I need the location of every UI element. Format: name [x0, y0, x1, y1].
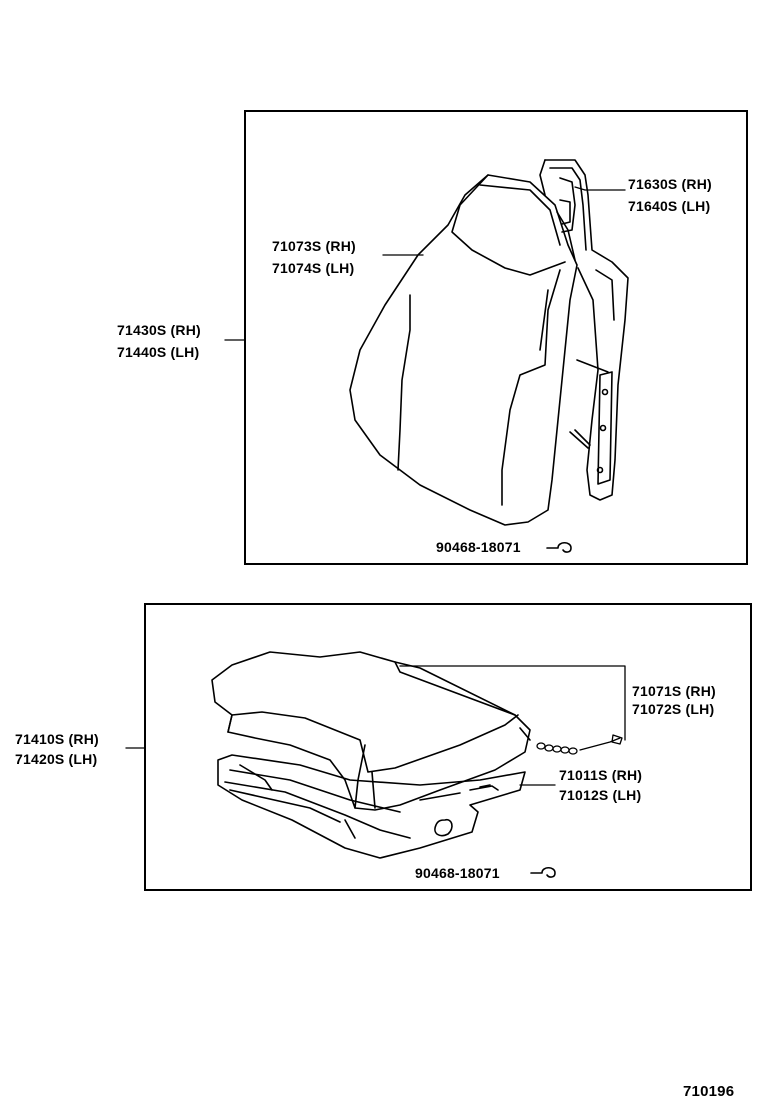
cushion-frame-rh-label: 71011S (RH)	[559, 767, 643, 783]
cushion-assembly-rh-label: 71410S (RH)	[15, 731, 99, 747]
cushion-frame-lh-label: 71012S (LH)	[559, 787, 642, 803]
cushion-frame-drawing	[217, 754, 526, 859]
cushion-hog-ring-icon	[530, 866, 556, 878]
cushion-hog-ring-label: 90468-18071	[415, 865, 500, 881]
seatback-cover-drawing	[349, 174, 578, 526]
seatback-frame-drawing	[539, 159, 629, 501]
cushion-spring-drawing	[536, 734, 623, 755]
backrest-cover-lh-label: 71074S (LH)	[272, 260, 355, 276]
backrest-hog-ring-icon	[546, 541, 572, 553]
backrest-assembly-rh-label: 71430S (RH)	[117, 322, 201, 338]
backrest-frame-rh-label: 71630S (RH)	[628, 176, 712, 192]
seatback-leader-lines	[224, 186, 626, 341]
backrest-frame-lh-label: 71640S (LH)	[628, 198, 711, 214]
backrest-assembly-lh-label: 71440S (LH)	[117, 344, 200, 360]
cushion-assembly-lh-label: 71420S (LH)	[15, 751, 98, 767]
cushion-cover-lh-label: 71072S (LH)	[632, 701, 715, 717]
seatback-group-frame	[244, 110, 748, 565]
cushion-leader-lines	[125, 665, 626, 786]
cushion-cover-rh-label: 71071S (RH)	[632, 683, 716, 699]
seat-cushion-group-frame	[144, 603, 752, 891]
backrest-cover-rh-label: 71073S (RH)	[272, 238, 356, 254]
cushion-cover-drawing	[211, 651, 531, 811]
diagram-id-label: 710196	[683, 1083, 735, 1100]
backrest-hog-ring-label: 90468-18071	[436, 539, 521, 555]
